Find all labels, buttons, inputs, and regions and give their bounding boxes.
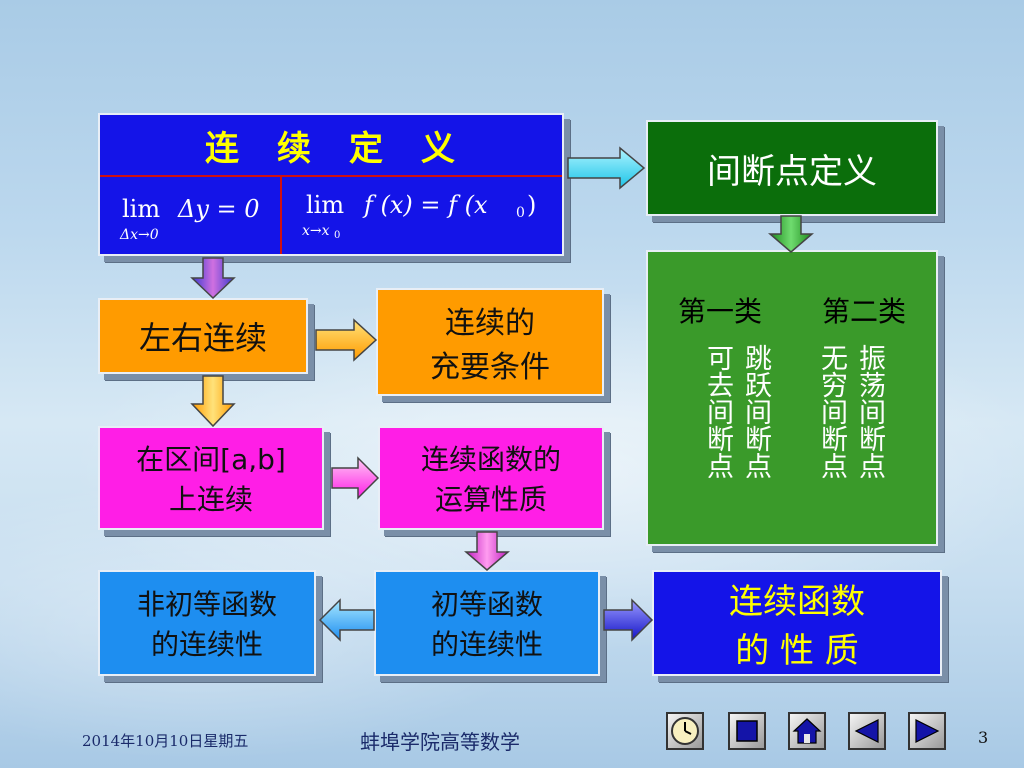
oscillating-discontinuity: 振荡间断点 — [854, 344, 885, 479]
next-icon — [915, 719, 940, 743]
arrow-down-icon — [190, 375, 236, 428]
clock-icon — [671, 717, 699, 745]
arrow-right-icon — [331, 456, 380, 500]
properties-box: 连续函数 的 性 质 — [652, 570, 942, 676]
stop-icon — [736, 720, 758, 742]
footer-date: 2014年10月10日星期五 — [82, 732, 249, 750]
arrow-down-icon — [190, 257, 236, 300]
non-elementary-box: 非初等函数 的连续性 — [98, 570, 316, 676]
footer-org: 蚌埠学院高等数学 — [360, 730, 520, 754]
jump-discontinuity: 跳跃间断点 — [740, 344, 771, 479]
arrow-right-icon — [315, 318, 378, 362]
next-button[interactable] — [908, 712, 946, 750]
stop-button[interactable] — [728, 712, 766, 750]
elementary-box: 初等函数 的连续性 — [374, 570, 600, 676]
removable-discontinuity: 可去间断点 — [702, 344, 733, 479]
arrow-left-icon — [318, 598, 375, 642]
first-kind-label: 第一类 — [677, 295, 762, 328]
interval-continuity-box: 在区间[a,b] 上连续 — [98, 426, 324, 530]
infinite-discontinuity: 无穷间断点 — [816, 344, 847, 479]
arrow-right-icon — [603, 598, 654, 642]
previous-icon — [854, 719, 879, 743]
page-number: 3 — [978, 728, 989, 747]
necessary-sufficient-box: 连续的 充要条件 — [376, 288, 604, 396]
operations-box: 连续函数的 运算性质 — [378, 426, 604, 530]
home-button[interactable] — [788, 712, 826, 750]
home-icon — [792, 718, 822, 744]
discontinuity-types-box: 第一类 第二类 可去间断点 跳跃间断点 无穷间断点 振荡间断点 — [646, 250, 938, 546]
discontinuity-definition-box: 间断点定义 — [646, 120, 938, 216]
clock-button[interactable] — [666, 712, 704, 750]
previous-button[interactable] — [848, 712, 886, 750]
left-right-continuity-box: 左右连续 — [98, 298, 308, 374]
continuity-definition-box: 连 续 定 义 lim Δy = 0 Δx→0 lim f (x) = f (x… — [98, 113, 564, 256]
arrow-down-icon — [768, 215, 814, 253]
formula-delta: lim Δy = 0 Δx→0 — [100, 177, 282, 254]
formula-limit: lim f (x) = f (x 0 ) x→x 0 — [302, 191, 537, 241]
arrow-right-icon — [567, 146, 646, 190]
second-kind-label: 第二类 — [821, 295, 906, 328]
continuity-definition-title: 连 续 定 义 — [100, 115, 562, 177]
arrow-down-icon — [464, 531, 510, 571]
